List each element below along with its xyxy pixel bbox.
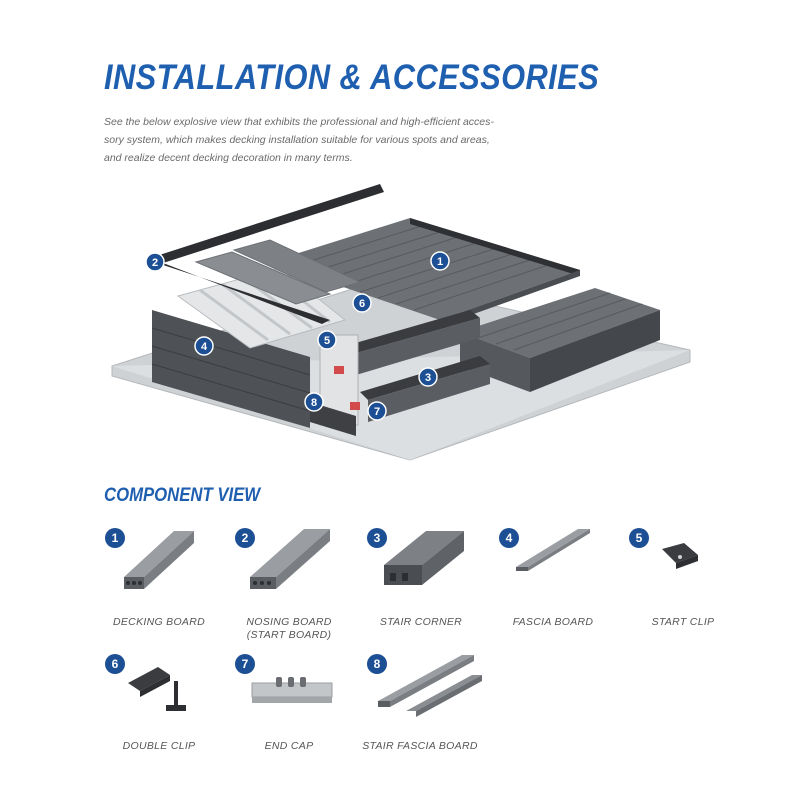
callout-number: 7 <box>374 406 380 418</box>
callout-number: 3 <box>425 372 431 384</box>
component-decking-board: 1 DECKING BOARD <box>104 527 234 647</box>
svg-text:7: 7 <box>242 657 249 671</box>
svg-text:1: 1 <box>112 531 119 545</box>
component-label: FASCIA BOARD <box>512 616 594 628</box>
callout-7: 7 <box>367 401 387 421</box>
badge-1: 1 <box>105 528 125 548</box>
badge-4: 4 <box>499 528 519 548</box>
component-label: END CAP <box>264 740 314 752</box>
component-label: NOSING BOARD <box>246 616 332 628</box>
stair-step-upper <box>338 310 480 356</box>
callout-4: 4 <box>194 336 214 356</box>
component-label: (START BOARD) <box>246 629 332 641</box>
component-label: STAIR FASCIA BOARD <box>362 740 478 752</box>
component-nosing-board: 2 NOSING BOARD (START BOARD) <box>234 527 364 647</box>
main-deck <box>270 218 580 320</box>
component-start-clip: 5 START CLIP <box>628 527 758 647</box>
svg-text:8: 8 <box>374 657 381 671</box>
svg-text:4: 4 <box>506 531 513 545</box>
callout-number: 8 <box>311 397 317 409</box>
component-stair-corner: 3 STAIR CORNER <box>366 527 496 647</box>
nosing-board-rail <box>150 184 384 264</box>
svg-text:2: 2 <box>242 531 249 545</box>
badge-7: 7 <box>235 654 255 674</box>
component-double-clip: 6 DOUBLE CLIP <box>104 653 234 773</box>
component-view-title: COMPONENT VIEW <box>104 485 261 506</box>
callout-3: 3 <box>418 367 438 387</box>
component-end-cap: 7 END CAP <box>234 653 364 773</box>
callout-5: 5 <box>317 330 337 350</box>
component-label: DOUBLE CLIP <box>122 740 196 752</box>
callout-2: 2 <box>145 252 165 272</box>
page-title: INSTALLATION & ACCESSORIES <box>104 58 600 97</box>
callout-number: 4 <box>201 341 208 353</box>
component-label: STAIR CORNER <box>379 616 463 628</box>
callout-1: 1 <box>430 251 450 271</box>
svg-text:5: 5 <box>636 531 643 545</box>
component-label: DECKING BOARD <box>113 616 205 628</box>
badge-5: 5 <box>629 528 649 548</box>
badge-2: 2 <box>235 528 255 548</box>
stair-fascia <box>310 402 356 436</box>
svg-text:6: 6 <box>112 657 119 671</box>
intro-line: and realize decent decking decoration in… <box>104 152 353 164</box>
callout-number: 5 <box>324 335 330 347</box>
callout-number: 6 <box>359 298 365 310</box>
component-fascia-board: 4 FASCIA BOARD <box>498 527 628 647</box>
intro-line: sory system, which makes decking install… <box>104 134 490 146</box>
component-stair-fascia-board: 8 STAIR FASCIA BOARD <box>362 653 496 773</box>
badge-3: 3 <box>367 528 387 548</box>
svg-text:3: 3 <box>374 531 381 545</box>
badge-6: 6 <box>105 654 125 674</box>
intro-paragraph: See the below explosive view that exhibi… <box>104 113 574 167</box>
callout-number: 1 <box>437 256 443 268</box>
callout-6: 6 <box>352 293 372 313</box>
intro-line: See the below explosive view that exhibi… <box>104 116 494 128</box>
callout-number: 2 <box>152 257 158 269</box>
badge-8: 8 <box>367 654 387 674</box>
callout-8: 8 <box>304 392 324 412</box>
component-label: START CLIP <box>651 616 715 628</box>
lower-deck <box>460 288 660 358</box>
exploded-view-illustration: 1 2 3 4 5 6 7 8 <box>111 184 691 461</box>
